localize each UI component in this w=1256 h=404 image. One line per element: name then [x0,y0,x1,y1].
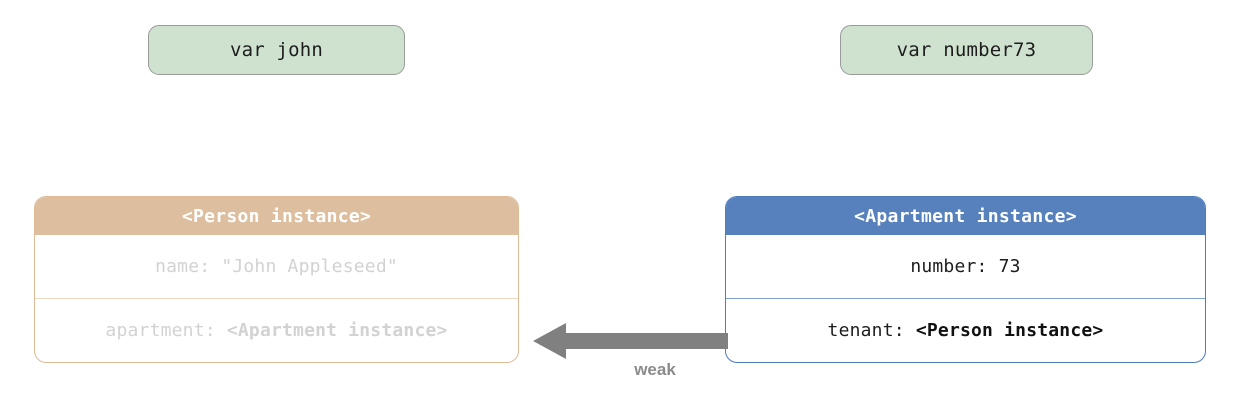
person-row-apartment-key: apartment: [105,320,227,341]
person-row-apartment: apartment: <Apartment instance> [35,298,518,362]
person-row-name-text: name: "John Appleseed" [155,256,398,277]
var-john-box: var john [148,25,405,75]
weak-arrow-label: weak [634,360,676,379]
apartment-row-tenant-value: <Person instance> [915,320,1104,341]
apartment-instance-box: <Apartment instance> number: 73 tenant: … [725,196,1206,363]
weak-reference-arrow-icon [533,323,728,359]
apartment-row-number-text: number: 73 [910,256,1021,277]
apartment-row-tenant: tenant: <Person instance> [726,298,1205,362]
var-john-label: var john [229,39,324,61]
apartment-row-number: number: 73 [726,235,1205,298]
person-instance-header-label: <Person instance> [181,205,372,227]
person-instance-box: <Person instance> name: "John Appleseed"… [34,196,519,363]
var-number73-box: var number73 [840,25,1093,75]
var-number73-label: var number73 [896,39,1037,61]
person-row-name: name: "John Appleseed" [35,235,518,298]
apartment-instance-header: <Apartment instance> [726,197,1205,235]
apartment-row-tenant-key: tenant: [827,320,916,341]
person-instance-header: <Person instance> [35,197,518,235]
apartment-instance-header-label: <Apartment instance> [854,205,1077,227]
person-row-apartment-value: <Apartment instance> [226,320,448,341]
